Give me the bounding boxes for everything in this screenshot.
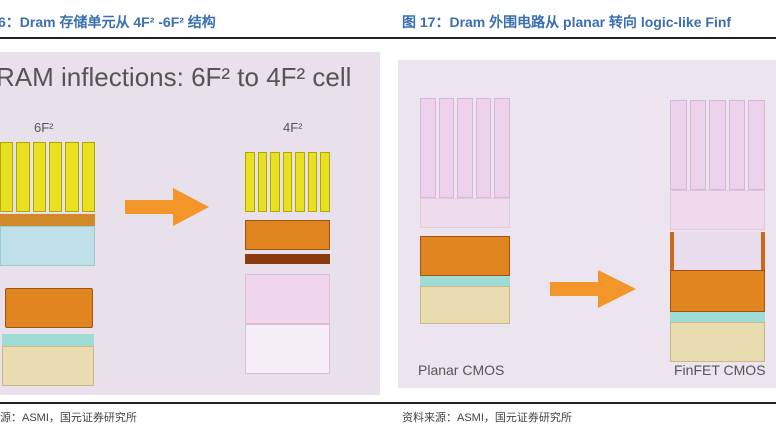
figure-17-caption: 图 17：Dram 外围电路从 planar 转向 logic-like Fin… [402, 14, 732, 30]
label-finfet-cmos: FinFET CMOS [674, 362, 766, 378]
6f2-wordlines [5, 288, 93, 328]
bottom-rule [0, 402, 776, 404]
right-source: 资料来源：ASMI，国元证券研究所 [402, 412, 572, 424]
slide-title: RAM inflections: 6F² to 4F² cell [0, 62, 352, 92]
4f2-cell-illustration [245, 152, 331, 374]
6f2-substrate [2, 346, 94, 386]
left-figure-panel: RAM inflections: 6F² to 4F² cell 6F² 4F² [0, 52, 380, 395]
right-figure-panel: Planar CMOS FinFET CMOS [398, 60, 776, 388]
label-planar-cmos: Planar CMOS [418, 362, 505, 378]
finfet-cmos-illustration [670, 100, 765, 362]
figure-16-caption: 6：Dram 存储单元从 4F² -6F² 结构 [0, 14, 216, 30]
6f2-layer [2, 334, 94, 346]
top-rule [0, 37, 776, 39]
6f2-cell-illustration [0, 142, 95, 272]
planar-cmos-illustration [420, 98, 510, 324]
label-6f2: 6F² [34, 120, 54, 135]
label-4f2: 4F² [283, 120, 303, 135]
left-source: 源：ASMI，国元证券研究所 [0, 412, 137, 424]
